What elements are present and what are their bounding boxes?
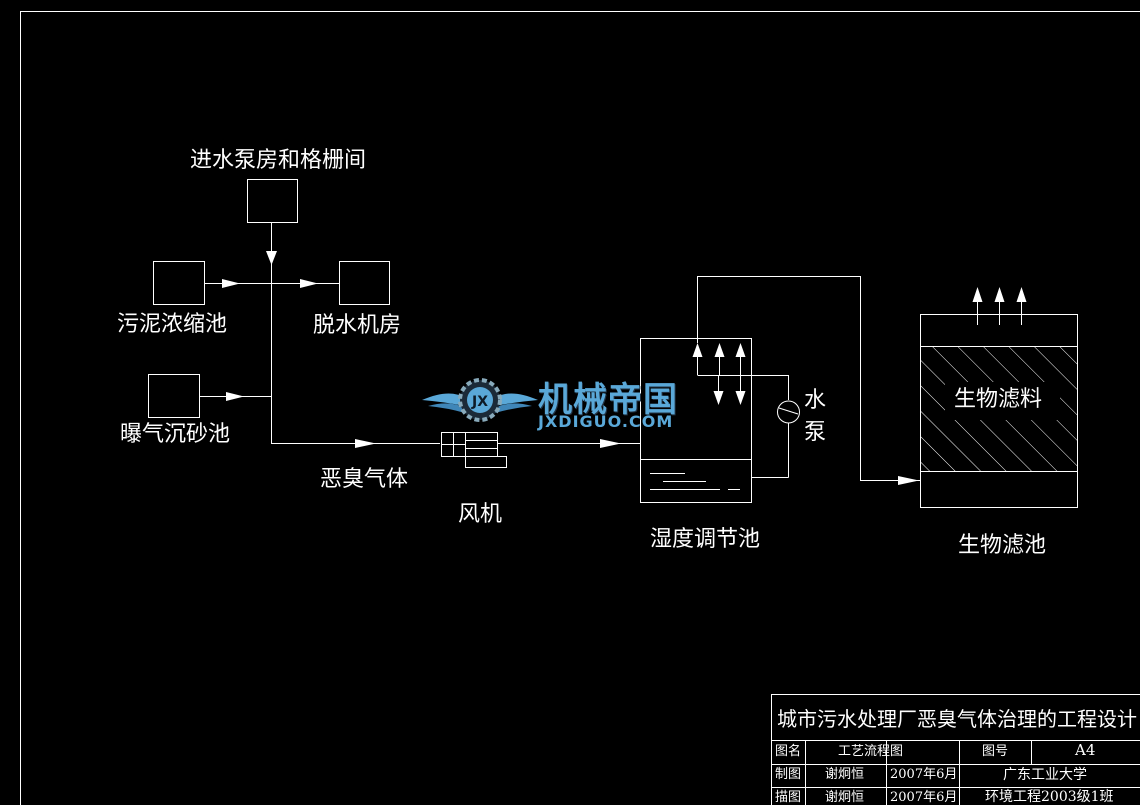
label-water-pump-2: 泵: [804, 420, 827, 445]
drawn-date: 2007年6月: [890, 767, 958, 782]
drawing-name-label: 图名: [775, 744, 802, 759]
logo-watermark: JX 机械帝国 JXDIGUO.COM: [420, 366, 730, 436]
label-dewatering-room: 脱水机房: [313, 313, 402, 338]
drawing-name: 工艺流程图: [838, 744, 904, 759]
traced-by: 谢炯恒: [825, 790, 865, 805]
logo-name: 机械帝国: [538, 380, 678, 420]
drawing-no: A4: [1075, 741, 1096, 759]
class-name: 环境工程2003级1班: [985, 789, 1114, 805]
down-arrow: [266, 251, 277, 265]
drawn-by: 谢炯恒: [825, 767, 865, 782]
traced-date: 2007年6月: [890, 790, 958, 805]
logo-emblem-text: JX: [471, 394, 488, 410]
pump-house-box: [247, 179, 298, 223]
title-block-title: 城市污水处理厂恶臭气体治理的工程设计: [777, 707, 1137, 731]
fan-symbol: [441, 432, 507, 468]
humidity-tank: [640, 338, 789, 503]
bio-filter: [920, 287, 1078, 508]
label-fan: 风机: [458, 502, 503, 527]
label-water-pump-1: 水: [804, 388, 827, 413]
drawn-by-label: 制图: [775, 767, 802, 782]
label-odor-gas: 恶臭气体: [320, 467, 409, 492]
label-aerated-grit: 曝气沉砂池: [120, 422, 231, 447]
water-pump-symbol: [777, 400, 800, 424]
title-block: [771, 694, 1140, 805]
school-name: 广东工业大学: [1003, 767, 1087, 783]
logo-url: JXDIGUO.COM: [538, 412, 674, 431]
traced-by-label: 描图: [775, 790, 802, 805]
label-humidity-tank: 湿度调节池: [650, 527, 761, 552]
sludge-thickener-box: [153, 261, 205, 305]
drawing-border: [20, 11, 1140, 805]
label-bio-media: 生物滤料: [954, 387, 1043, 412]
label-sludge-thickener: 污泥浓缩池: [117, 312, 228, 337]
label-bio-filter: 生物滤池: [958, 533, 1047, 558]
logo-emblem-icon: JX: [422, 378, 538, 422]
label-pump-house: 进水泵房和格栅间: [190, 148, 367, 173]
aerated-grit-box: [148, 374, 200, 418]
drawing-no-label: 图号: [982, 744, 1009, 759]
dewatering-room-box: [339, 261, 390, 305]
